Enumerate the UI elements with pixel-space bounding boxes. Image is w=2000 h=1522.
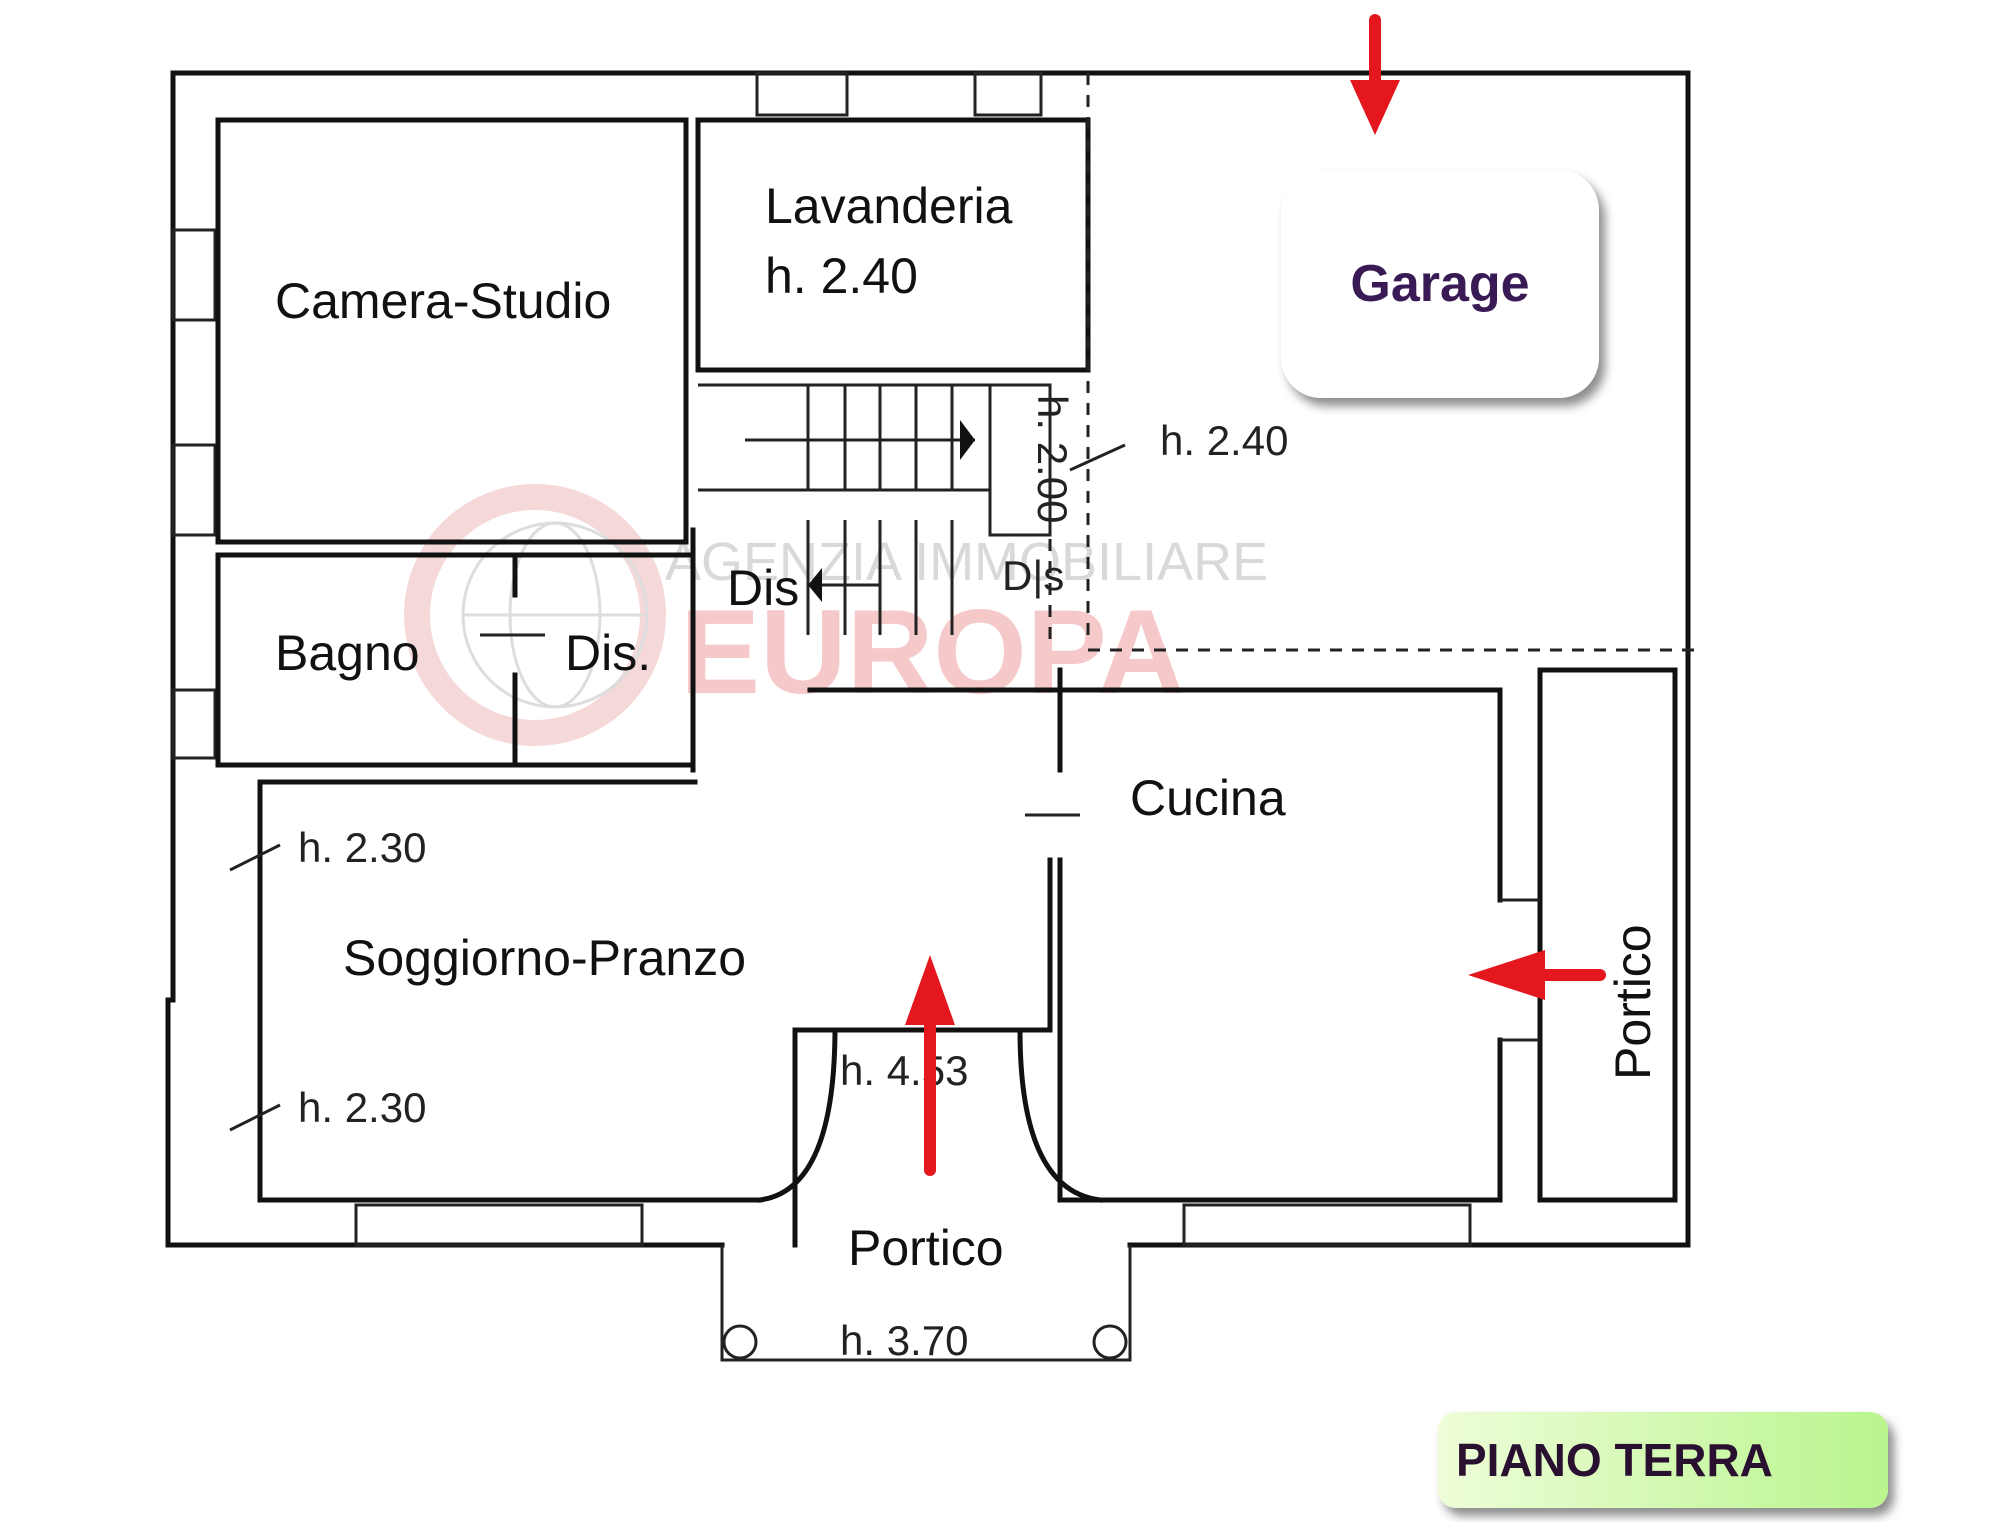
height-soggiorno-bottom: h. 2.30	[298, 1084, 426, 1131]
outer-walls	[165, 70, 1691, 1248]
height-garage-side: h. 2.40	[1160, 417, 1288, 464]
entrance-arrows	[905, 14, 1606, 1176]
interior-walls	[215, 73, 1700, 1362]
room-soggiorno: Soggiorno-Pranzo	[343, 930, 746, 986]
arrow-down-icon	[1350, 14, 1400, 135]
room-lavanderia-height: h. 2.40	[765, 248, 918, 304]
arrow-up-icon	[905, 955, 955, 1176]
room-dis-right: D|s	[1002, 552, 1064, 599]
height-portico-front: h. 3.70	[840, 1317, 968, 1364]
arrow-left-icon	[1468, 950, 1606, 1000]
height-labels: h. 2.00 h. 2.40 h. 2.30 h. 2.30 h. 4.53 …	[298, 395, 1288, 1364]
height-portico-inner: h. 4.53	[840, 1047, 968, 1094]
height-stair: h. 2.00	[1029, 395, 1076, 523]
room-labels: Camera-Studio Lavanderia h. 2.40 Bagno D…	[275, 178, 1661, 1276]
room-bagno: Bagno	[275, 625, 420, 681]
room-camera-studio: Camera-Studio	[275, 273, 611, 329]
level-label: PIANO TERRA	[1456, 1434, 1773, 1486]
garage-label-box: Garage	[1281, 170, 1599, 398]
watermark-globe-icon	[404, 484, 666, 746]
level-badge: PIANO TERRA	[1438, 1412, 1888, 1508]
room-garage: Garage	[1350, 255, 1530, 313]
height-soggiorno-top: h. 2.30	[298, 824, 426, 871]
room-portico-front: Portico	[848, 1220, 1004, 1276]
room-lavanderia: Lavanderia	[765, 178, 1013, 234]
watermark-brand-text: EUROPA	[680, 585, 1185, 719]
watermark: AGENZIA IMMOBILIARE EUROPA	[404, 484, 1268, 746]
room-dis-center: Dis	[727, 560, 799, 616]
room-cucina: Cucina	[1130, 770, 1286, 826]
room-portico-side: Portico	[1605, 924, 1661, 1080]
room-dis-left: Dis.	[565, 625, 651, 681]
watermark-agency-text: AGENZIA IMMOBILIARE	[665, 532, 1268, 592]
stair-arrow-icon	[960, 420, 975, 460]
